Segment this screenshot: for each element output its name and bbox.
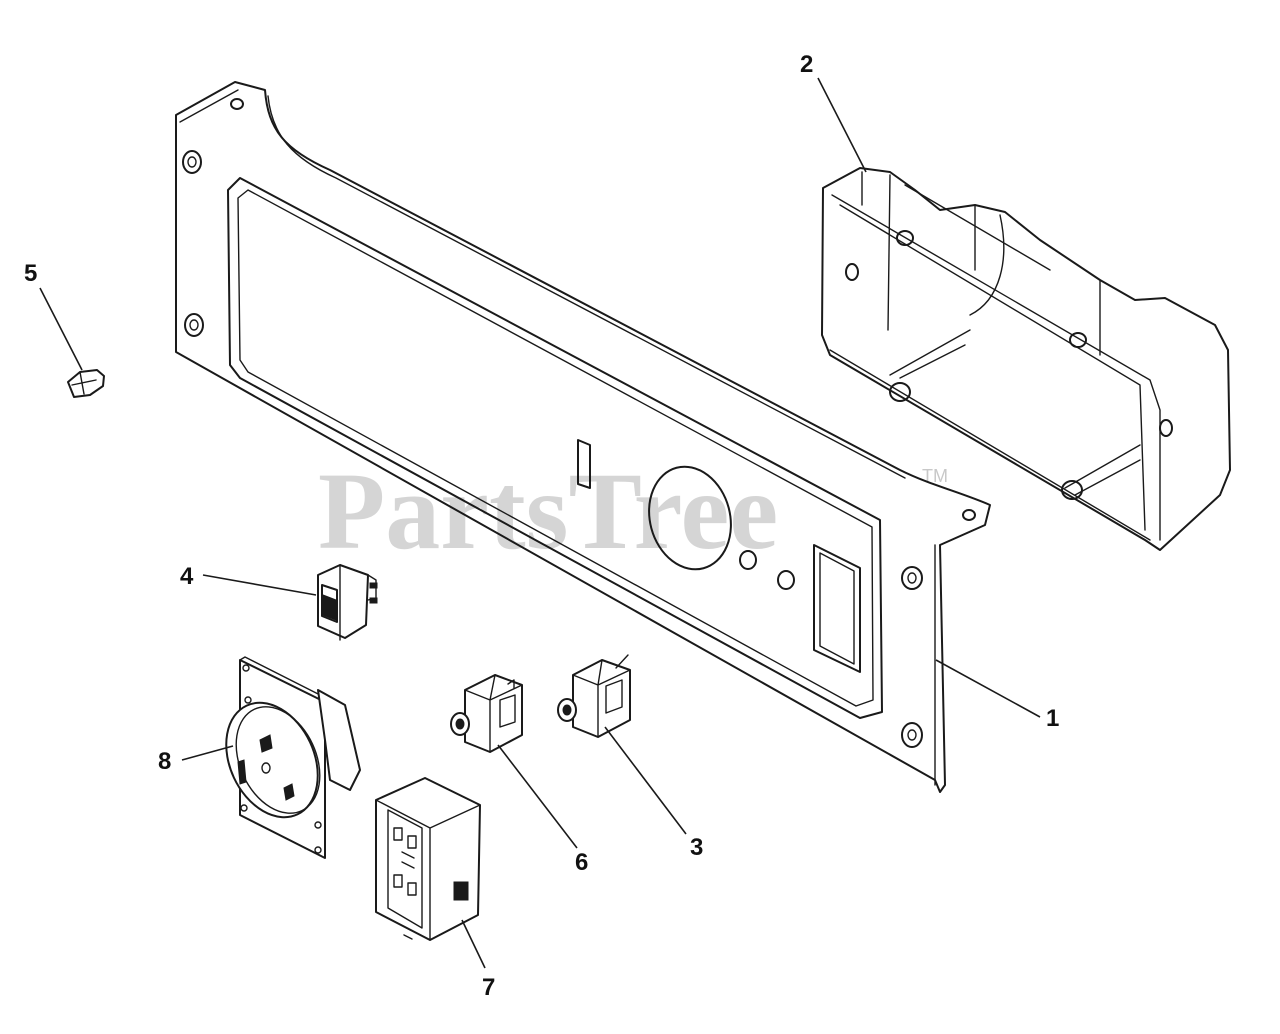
callout-7[interactable]: 7 [482,974,495,1001]
callout-3[interactable]: 3 [690,834,703,861]
callout-8[interactable]: 8 [158,748,171,775]
part-6-circuit-breaker[interactable] [450,674,523,753]
part-5-screw[interactable] [67,369,105,398]
part-7-gfci-outlet[interactable] [375,777,481,941]
callout-5[interactable]: 5 [24,260,37,287]
leader-lines [39,77,1041,969]
watermark-trademark: TM [922,466,948,486]
callout-6[interactable]: 6 [575,849,588,876]
part-3-circuit-breaker[interactable] [557,654,631,738]
part-1-control-panel[interactable] [175,81,991,793]
callout-1[interactable]: 1 [1046,705,1059,732]
part-8-receptacle[interactable] [209,656,361,859]
part-2-enclosure-box[interactable] [821,167,1231,551]
callout-2[interactable]: 2 [800,51,813,78]
callout-4[interactable]: 4 [180,563,194,590]
watermark-text: PartsTree [318,450,778,572]
part-4-rocker-switch[interactable] [317,564,378,641]
callouts: 1 2 3 4 5 6 7 8 [24,51,1059,1001]
